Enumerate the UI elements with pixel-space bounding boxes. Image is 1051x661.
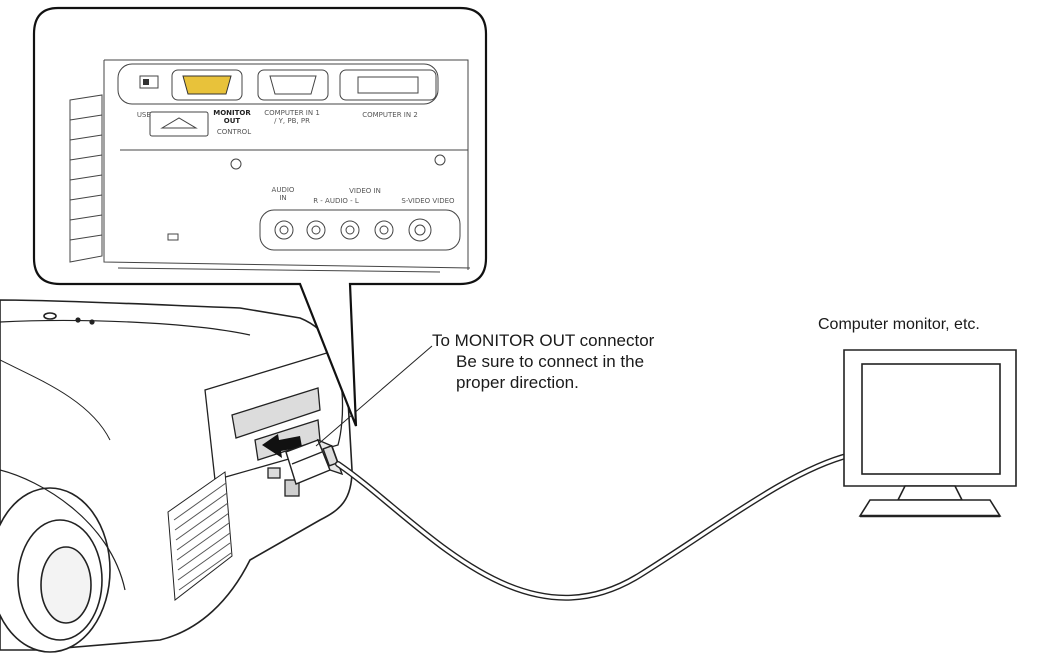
computer-in-2-label: COMPUTER IN 2 [362, 111, 418, 119]
usb-label: USB [136, 111, 152, 119]
terminal-panel-zoom [69, 59, 471, 273]
audio-in-label-line1: AUDIO [271, 186, 295, 194]
monitor-out-label-line1: MONITOR [213, 109, 251, 117]
control-label: CONTROL [216, 128, 252, 136]
panel-grille [69, 94, 103, 263]
monitor-out-port [182, 75, 232, 95]
vent-grille [167, 471, 233, 601]
computer-in-1-label: COMPUTER IN 1 / Y, PB, PR [262, 109, 322, 125]
monitor-out-callout-line2: Be sure to connect in the [456, 352, 645, 371]
insertion-arrow [262, 434, 302, 458]
s-video-label: S-VIDEO VIDEO [401, 197, 455, 205]
monitor-label: Computer monitor, etc. [818, 316, 980, 333]
monitor-out-label: MONITOR OUT [212, 109, 252, 125]
video-in-label: VIDEO IN [349, 187, 381, 195]
callout-leader-line [315, 345, 433, 447]
monitor-out-callout-line3: proper direction. [456, 373, 579, 392]
cable-plug [285, 438, 344, 485]
computer-monitor [843, 349, 1017, 518]
monitor-out-callout: To MONITOR OUT connector Be sure to conn… [432, 330, 654, 393]
audio-in-label: AUDIO IN [268, 186, 298, 202]
audio-in-label-line2: IN [279, 194, 287, 202]
zoom-callout [32, 6, 488, 427]
computer-in-1-label-line1: COMPUTER IN 1 [264, 109, 320, 117]
audio-video-jacks [274, 218, 432, 242]
monitor-out-label-line2: OUT [223, 117, 241, 125]
computer-in-1-port [269, 75, 317, 95]
monitor-out-callout-line1: To MONITOR OUT connector [432, 331, 655, 350]
computer-in-2-port [357, 76, 419, 94]
computer-in-1-label-line2: / Y, PB, PR [274, 117, 310, 125]
r-audio-l-label: R - AUDIO - L [313, 197, 359, 205]
